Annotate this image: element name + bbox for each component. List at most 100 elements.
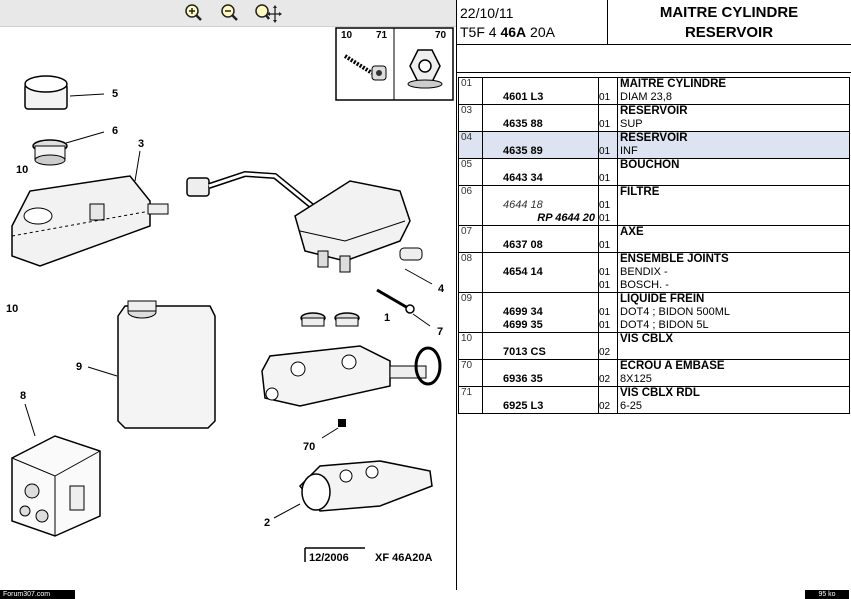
header-divider [607, 0, 608, 44]
zoom-pan-icon[interactable] [254, 3, 282, 23]
zoom-out-icon[interactable] [219, 3, 239, 23]
callout-7: 7 [437, 326, 443, 338]
part-ref [483, 186, 598, 199]
part-qty: 01 [599, 307, 611, 318]
part-title: MAITRE CYLINDRE [620, 78, 727, 90]
callout-5: 5 [112, 88, 118, 100]
diagram-footer: 12/2006 XF 46A20A [304, 547, 433, 564]
part-qty: 02 [599, 347, 611, 358]
part-detail [618, 346, 849, 359]
part-ref [483, 293, 598, 306]
part-ref[interactable]: 4643 34 [503, 172, 543, 184]
code-suffix: 20A [526, 24, 555, 40]
row-index: 71 [458, 386, 483, 414]
parts-panel: 22/10/11 T5F 4 46A 20A MAITRE CYLINDRE R… [457, 0, 851, 590]
part-detail [618, 212, 849, 225]
part-ref[interactable]: 6936 35 [503, 373, 543, 385]
part-ref[interactable]: 4644 18 [503, 199, 543, 211]
part-qty: 01 [599, 267, 611, 278]
brake-pipe [147, 170, 320, 215]
row-quantity: 01 [598, 131, 618, 159]
part-title: VIS CBLX RDL [620, 387, 700, 399]
part-detail: DOT4 ; BIDON 5L [620, 319, 709, 331]
part-qty [599, 105, 617, 118]
row-reference: 4643 34 [482, 158, 599, 186]
part-title: VIS CBLX [620, 333, 674, 345]
part-detail: BENDIX - [620, 266, 668, 278]
part-qty: 01 [599, 146, 611, 157]
leader-line [404, 268, 433, 285]
leader-line [321, 427, 339, 439]
nut-icon [407, 49, 443, 89]
diagram-panel: 10 71 70 [0, 0, 456, 564]
row-index: 10 [458, 332, 483, 360]
part-ref [483, 226, 598, 239]
nut-marker [338, 419, 346, 427]
part-ref[interactable]: 4637 08 [503, 239, 543, 251]
part-ref[interactable]: 6925 L3 [503, 400, 544, 412]
part-ref[interactable]: 4635 89 [503, 145, 543, 157]
filter-part [32, 139, 68, 166]
part-ref [483, 279, 598, 292]
callout-6: 6 [112, 125, 118, 137]
toolbar [0, 0, 456, 27]
part-detail: BOSCH. - [620, 279, 669, 291]
title-line-2: RESERVOIR [684, 24, 774, 41]
part-title: BOUCHON [620, 159, 680, 171]
row-index: 05 [458, 158, 483, 186]
row-designation: BOUCHON [617, 158, 850, 186]
part-qty: 01 [599, 240, 611, 251]
part-ref[interactable]: RP 4644 20 [537, 212, 595, 224]
row-quantity: 01 [598, 158, 618, 186]
part-ref[interactable]: 7013 CS [503, 346, 546, 358]
part-ref[interactable]: 4635 88 [503, 118, 543, 130]
master-cylinder-part [261, 345, 442, 407]
zoom-in-icon[interactable] [183, 3, 203, 23]
inset-box: 10 71 70 [335, 27, 454, 101]
row-reference: 4635 89 [482, 131, 599, 159]
pin-part [376, 288, 415, 314]
part-ref [483, 105, 598, 118]
part-detail: DIAM 23,8 [620, 91, 672, 103]
fluid-can-part [117, 300, 216, 429]
part-ref[interactable]: 4699 35 [503, 319, 543, 331]
row-designation: AXE [617, 225, 850, 253]
leader-line [412, 313, 431, 327]
callout-10a: 10 [16, 164, 28, 176]
callout-70: 70 [303, 441, 315, 453]
part-qty: 01 [599, 213, 611, 224]
part-ref[interactable]: 4699 34 [503, 306, 543, 318]
part-qty [599, 333, 617, 346]
part-title: RESERVOIR [620, 105, 688, 117]
status-size: 95 ko [805, 590, 849, 599]
part-detail [618, 239, 849, 252]
row-quantity: 01 [598, 104, 618, 132]
row-index: 03 [458, 104, 483, 132]
part-ref[interactable]: 4654 14 [503, 266, 543, 278]
part-ref [483, 333, 598, 346]
part-qty: 01 [599, 200, 611, 211]
part-qty [599, 78, 617, 91]
part-ref [483, 253, 598, 266]
part-ref[interactable]: 4601 L3 [503, 91, 544, 103]
table-row[interactable]: 10 7013 CS 02 VIS CBLX [458, 332, 850, 360]
